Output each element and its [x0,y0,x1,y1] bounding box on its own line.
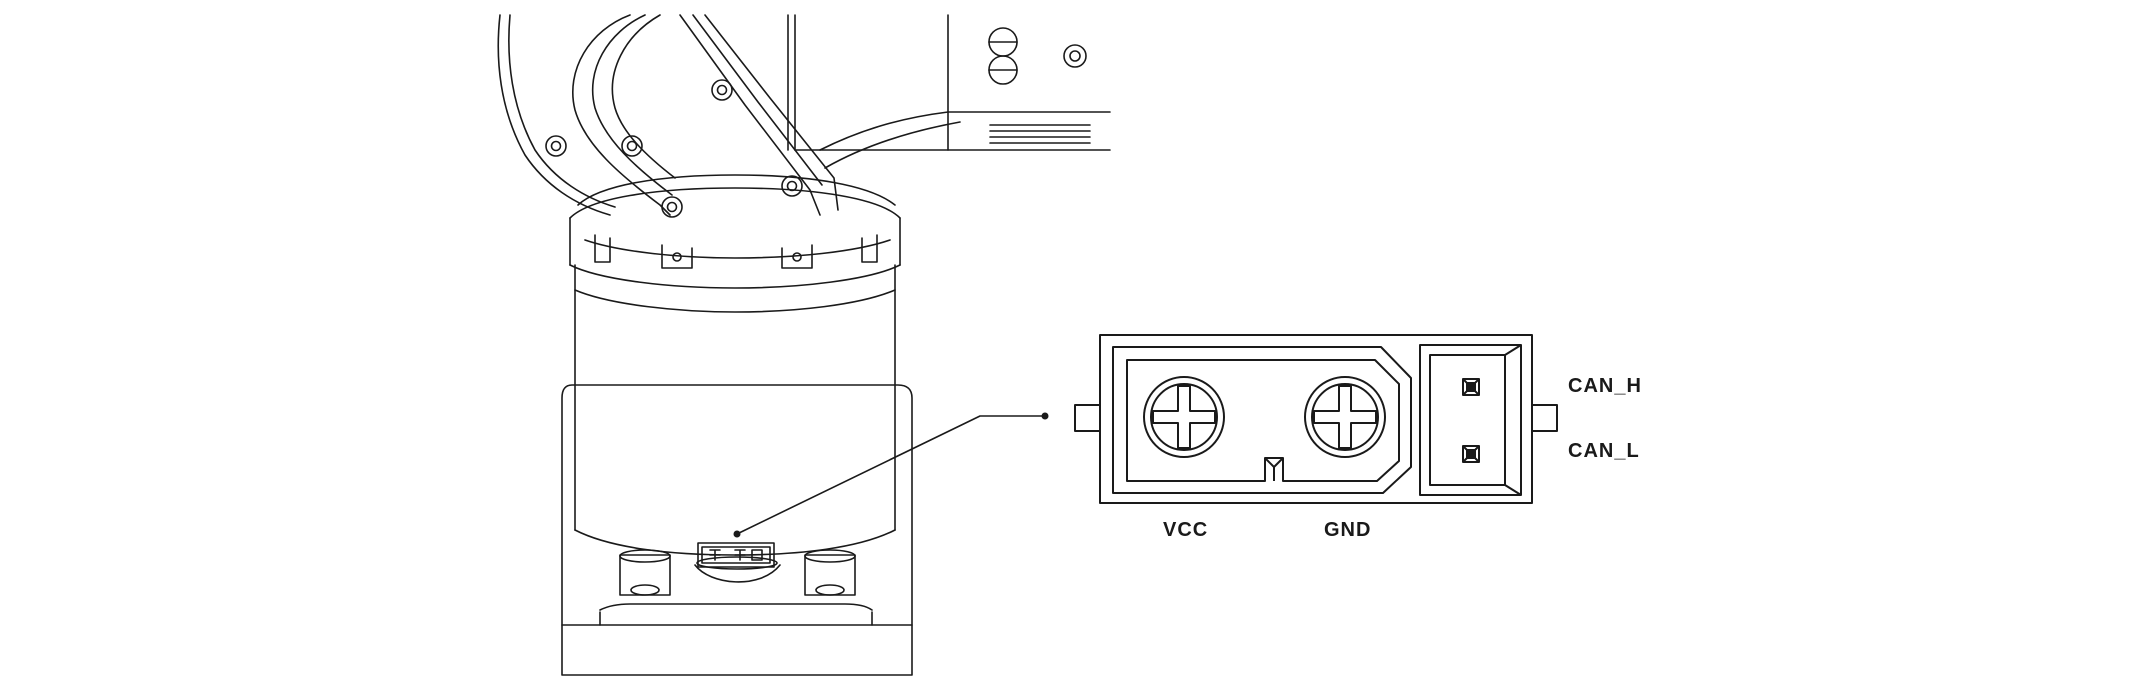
base-plate [561,384,913,676]
leader-dot-start [733,530,741,538]
vcc-label: VCC [1163,519,1209,541]
joint-ring [569,174,901,289]
can-h-pin [1462,378,1480,396]
motor-cylinder [574,264,896,556]
base-connector [697,542,775,568]
leader-line [736,415,1046,535]
vcc-pin [1143,376,1225,458]
can-l-pin [1462,445,1480,463]
leader-dot-end [1041,412,1049,420]
robot-arm [497,14,1111,216]
gnd-pin [1304,376,1386,458]
can-h-label: CAN_H [1568,375,1642,397]
arm-screws [545,79,803,218]
connector-detail [1074,334,1558,504]
can-l-label: CAN_L [1568,440,1640,462]
gnd-label: GND [1324,519,1372,541]
